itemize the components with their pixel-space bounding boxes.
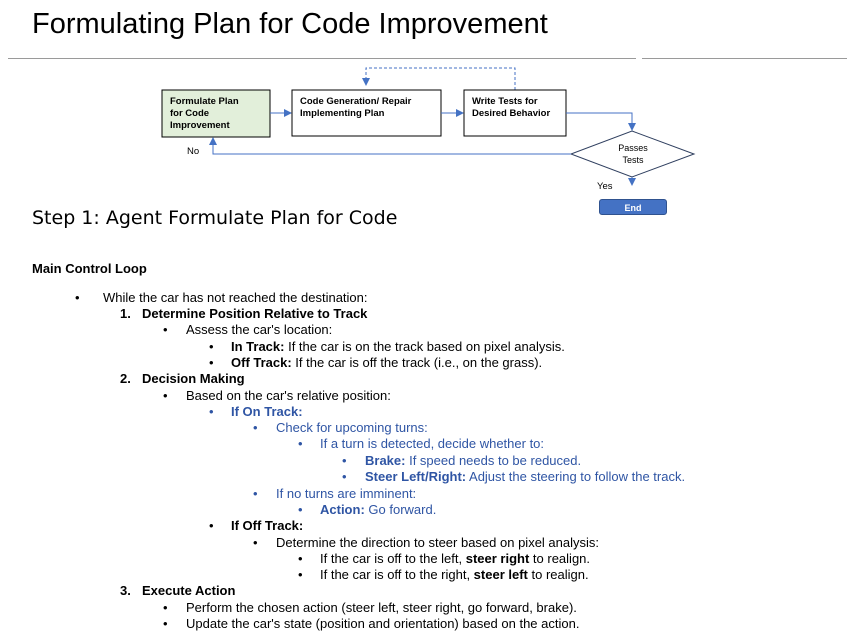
turn-detected-text: If a turn is detected, decide whether to… bbox=[320, 436, 545, 451]
page-title: Formulating Plan for Code Improvement bbox=[32, 8, 548, 40]
steer-direction-text: Determine the direction to steer based o… bbox=[276, 535, 600, 550]
assess-text: Assess the car's location: bbox=[186, 322, 333, 337]
bullet: • bbox=[209, 339, 214, 354]
off-track-text: If the car is off the track (i.e., on th… bbox=[291, 355, 543, 370]
bullet: • bbox=[253, 420, 258, 435]
off-right-text: If the car is off to the right, bbox=[320, 567, 474, 582]
box2-line2: Implementing Plan bbox=[300, 108, 385, 119]
check-turns-text: Check for upcoming turns: bbox=[276, 420, 428, 435]
box-formulate-plan bbox=[161, 89, 271, 138]
brake-text: If speed needs to be reduced. bbox=[405, 453, 582, 468]
box-write-tests bbox=[463, 89, 567, 137]
box2-line1: Code Generation/ Repair bbox=[300, 96, 412, 107]
box1-line1: Formulate Plan bbox=[170, 96, 239, 107]
steer-label: Steer Left/Right: bbox=[365, 469, 467, 484]
bullet: • bbox=[209, 518, 214, 533]
if-off-track-label: If Off Track: bbox=[231, 518, 304, 533]
bullet: • bbox=[298, 567, 303, 582]
bullet: • bbox=[342, 453, 347, 468]
diamond-line2: Tests bbox=[622, 155, 644, 165]
bullet: • bbox=[298, 551, 303, 566]
end-terminal: End bbox=[599, 199, 667, 215]
step3-number: 3. bbox=[120, 583, 131, 598]
no-turns-text: If no turns are imminent: bbox=[276, 486, 417, 501]
in-track-label: In Track: bbox=[231, 339, 285, 354]
box1-line3: Improvement bbox=[170, 120, 230, 131]
arrow-3-diamond bbox=[566, 112, 636, 131]
box1-line2: for Code bbox=[170, 108, 209, 119]
in-track-line: In Track: If the car is on the track bas… bbox=[231, 339, 565, 355]
decision-diamond bbox=[569, 130, 696, 178]
title-divider-right bbox=[642, 58, 847, 59]
box3-line1: Write Tests for bbox=[472, 96, 538, 107]
section-heading: Main Control Loop bbox=[32, 261, 147, 276]
box3-line2: Desired Behavior bbox=[472, 108, 550, 119]
step3-title: Execute Action bbox=[142, 583, 236, 598]
steer-left-emph: steer left bbox=[473, 567, 528, 582]
dashed-loop-arrow bbox=[362, 67, 516, 90]
steer-right-emph: steer right bbox=[465, 551, 530, 566]
perform-text: Perform the chosen action (steer left, s… bbox=[186, 600, 577, 615]
based-text: Based on the car's relative position: bbox=[186, 388, 391, 403]
bullet: • bbox=[163, 388, 168, 403]
bullet: • bbox=[342, 469, 347, 484]
bullet: • bbox=[298, 502, 303, 517]
in-track-text: If the car is on the track based on pixe… bbox=[284, 339, 565, 354]
step-heading: Step 1: Agent Formulate Plan for Code bbox=[32, 207, 398, 229]
step1-number: 1. bbox=[120, 306, 131, 321]
off-left-tail: to realign. bbox=[529, 551, 591, 566]
bullet: • bbox=[163, 322, 168, 337]
brake-line: Brake: If speed needs to be reduced. bbox=[365, 453, 581, 469]
off-left-line: If the car is off to the left, steer rig… bbox=[320, 551, 590, 567]
off-right-tail: to realign. bbox=[527, 567, 589, 582]
bullet: • bbox=[75, 290, 80, 305]
action-line: Action: Go forward. bbox=[320, 502, 436, 518]
no-label: No bbox=[187, 146, 199, 157]
step1-title: Determine Position Relative to Track bbox=[142, 306, 368, 321]
bullet: • bbox=[253, 486, 258, 501]
brake-label: Brake: bbox=[365, 453, 406, 468]
steer-text: Adjust the steering to follow the track. bbox=[466, 469, 686, 484]
yes-label: Yes bbox=[597, 181, 613, 192]
off-left-text: If the car is off to the left, bbox=[320, 551, 466, 566]
steer-line: Steer Left/Right: Adjust the steering to… bbox=[365, 469, 685, 485]
flowchart: Formulate Plan for Code Improvement Code… bbox=[161, 67, 696, 192]
bullet: • bbox=[163, 616, 168, 631]
off-track-line: Off Track: If the car is off the track (… bbox=[231, 355, 542, 371]
bullet: • bbox=[298, 436, 303, 451]
diamond-line1: Passes bbox=[618, 143, 648, 153]
bullet: • bbox=[209, 355, 214, 370]
outline-while: While the car has not reached the destin… bbox=[103, 290, 368, 305]
if-on-track-label: If On Track: bbox=[231, 404, 303, 419]
title-divider bbox=[8, 58, 636, 59]
bullet: • bbox=[253, 535, 258, 550]
action-text: Go forward. bbox=[364, 502, 437, 517]
off-right-line: If the car is off to the right, steer le… bbox=[320, 567, 589, 583]
bullet: • bbox=[163, 600, 168, 615]
step2-number: 2. bbox=[120, 371, 131, 386]
action-label: Action: bbox=[320, 502, 365, 517]
bullet: • bbox=[209, 404, 214, 419]
off-track-label: Off Track: bbox=[231, 355, 292, 370]
arrow-no bbox=[209, 137, 571, 155]
step2-title: Decision Making bbox=[142, 371, 245, 386]
update-text: Update the car's state (position and ori… bbox=[186, 616, 580, 631]
